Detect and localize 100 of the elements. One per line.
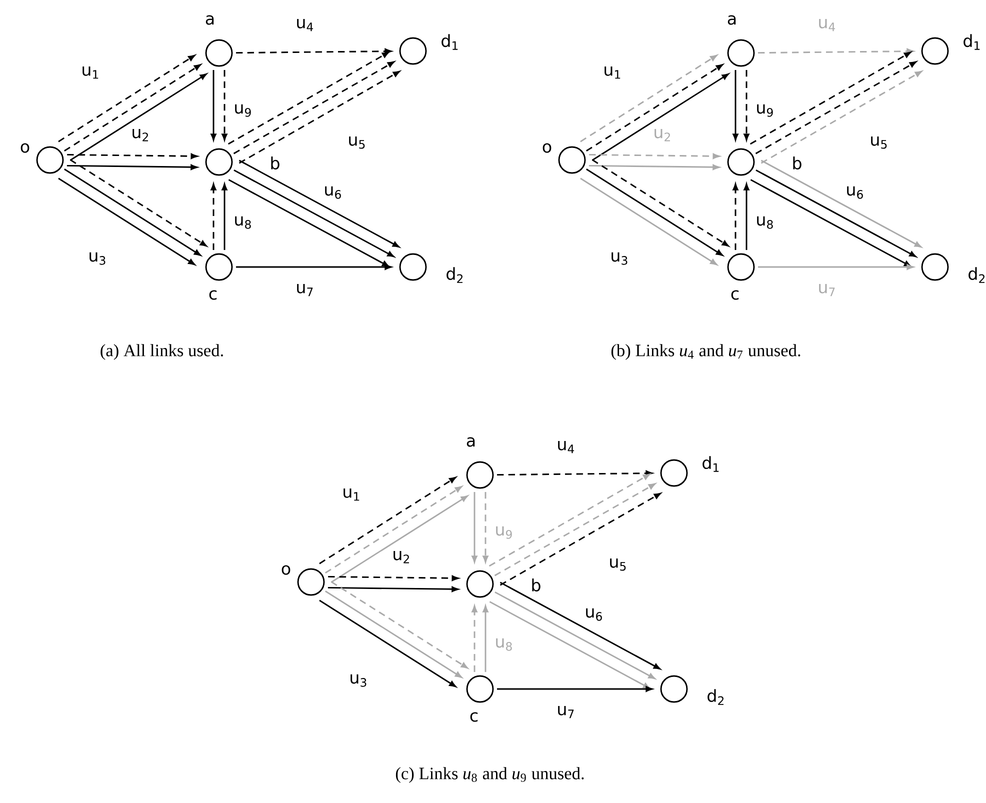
arrow bbox=[586, 168, 724, 256]
link-label: u$_{9}$ bbox=[757, 104, 773, 117]
link-label: u$_{4}$ bbox=[297, 18, 314, 32]
node-circle bbox=[205, 253, 233, 281]
arrow bbox=[319, 600, 456, 688]
arrow bbox=[744, 183, 750, 250]
dashed-arrow bbox=[238, 70, 400, 164]
arrow bbox=[588, 164, 720, 170]
node-circle bbox=[727, 39, 755, 67]
node-label: b bbox=[793, 156, 802, 170]
node-circle bbox=[297, 568, 325, 596]
dashed-arrow bbox=[210, 183, 216, 250]
node-label: b bbox=[271, 156, 280, 170]
node-circle bbox=[727, 148, 755, 176]
dashed-arrow bbox=[228, 52, 390, 145]
node-label: a bbox=[728, 15, 736, 25]
arrow bbox=[222, 183, 228, 250]
link-label: u$_{7}$ bbox=[819, 284, 835, 296]
node-label: c bbox=[731, 290, 739, 300]
dashed-arrow bbox=[592, 159, 729, 247]
node-circle bbox=[466, 461, 494, 489]
dashed-arrow bbox=[319, 476, 456, 564]
link-label: u$_{1}$ bbox=[604, 66, 620, 79]
link-label: u$_{2}$ bbox=[654, 128, 670, 142]
node-circle bbox=[466, 570, 494, 598]
arrow bbox=[756, 169, 916, 258]
link-label: u$_{4}$ bbox=[558, 440, 574, 454]
arrow bbox=[482, 605, 488, 672]
link-label: u$_{7}$ bbox=[558, 706, 574, 718]
dashed-arrow bbox=[586, 64, 724, 152]
arrow bbox=[234, 169, 394, 258]
arrow bbox=[210, 70, 216, 141]
node-label: o bbox=[20, 143, 30, 153]
arrow bbox=[66, 164, 198, 170]
arrow bbox=[580, 178, 718, 266]
dashed-arrow bbox=[750, 52, 912, 145]
dashed-arrow bbox=[70, 159, 207, 247]
node-label: a bbox=[206, 15, 214, 25]
link-label: u$_{2}$ bbox=[394, 550, 409, 564]
node-circle bbox=[205, 39, 233, 67]
arrow bbox=[500, 582, 660, 670]
node-circle bbox=[921, 37, 949, 65]
node-label: a bbox=[466, 437, 475, 447]
node-label: d$_{1}$ bbox=[964, 34, 980, 50]
arrow bbox=[70, 73, 207, 161]
node-label: c bbox=[209, 290, 217, 300]
panel-caption: (a) All links used. bbox=[100, 344, 223, 360]
panel-caption: (b) Links u$_{4}$ and u$_{7}$ unused. bbox=[611, 344, 800, 360]
link-label: u$_{1}$ bbox=[344, 488, 360, 501]
node-label: b bbox=[532, 578, 540, 592]
node-circle bbox=[399, 37, 427, 65]
arrow bbox=[750, 179, 911, 267]
node-circle bbox=[399, 253, 427, 281]
dashed-arrow bbox=[760, 70, 922, 164]
link-label: u$_{6}$ bbox=[586, 608, 602, 621]
arrow bbox=[328, 586, 458, 592]
dashed-arrow bbox=[758, 48, 914, 54]
arrow bbox=[236, 264, 392, 270]
node-circle bbox=[660, 675, 688, 703]
dashed-arrow bbox=[500, 492, 661, 586]
arrow bbox=[758, 264, 914, 270]
link-label: u$_{5}$ bbox=[871, 136, 887, 149]
dashed-arrow bbox=[744, 70, 750, 141]
link-label: u$_{9}$ bbox=[235, 104, 251, 117]
link-label: u$_{6}$ bbox=[325, 186, 341, 199]
node-circle bbox=[558, 146, 586, 174]
node-label: d$_{2}$ bbox=[446, 267, 462, 283]
link-label: u$_{8}$ bbox=[235, 216, 251, 229]
link-label: u$_{7}$ bbox=[297, 284, 313, 296]
node-circle bbox=[660, 459, 688, 487]
link-label: u$_{1}$ bbox=[82, 66, 98, 79]
dashed-arrow bbox=[328, 575, 459, 581]
dashed-arrow bbox=[497, 470, 653, 476]
link-label: u$_{3}$ bbox=[612, 252, 628, 265]
dashed-arrow bbox=[64, 64, 202, 152]
dashed-arrow bbox=[580, 54, 718, 142]
dashed-arrow bbox=[58, 54, 196, 142]
node-circle bbox=[36, 146, 64, 174]
link-label: u$_{3}$ bbox=[350, 674, 366, 687]
link-label: u$_{5}$ bbox=[610, 558, 626, 571]
dashed-arrow bbox=[482, 492, 488, 563]
link-label: u$_{8}$ bbox=[496, 638, 512, 651]
link-label: u$_{4}$ bbox=[819, 18, 836, 32]
arrow bbox=[489, 601, 650, 689]
link-label: u$_{9}$ bbox=[496, 526, 512, 539]
node-circle bbox=[205, 148, 233, 176]
arrow bbox=[732, 70, 738, 141]
dashed-arrow bbox=[732, 183, 738, 250]
dashed-arrow bbox=[589, 153, 720, 159]
node-circle bbox=[921, 253, 949, 281]
node-label: d$_{1}$ bbox=[442, 34, 458, 50]
node-label: d$_{2}$ bbox=[968, 267, 984, 283]
arrow bbox=[494, 591, 656, 680]
dashed-arrow bbox=[236, 48, 392, 54]
arrow bbox=[324, 590, 462, 678]
link-label: u$_{6}$ bbox=[847, 186, 863, 199]
link-label: u$_{8}$ bbox=[757, 216, 773, 229]
dashed-arrow bbox=[233, 61, 394, 154]
dashed-arrow bbox=[67, 153, 198, 159]
dashed-arrow bbox=[472, 605, 478, 672]
